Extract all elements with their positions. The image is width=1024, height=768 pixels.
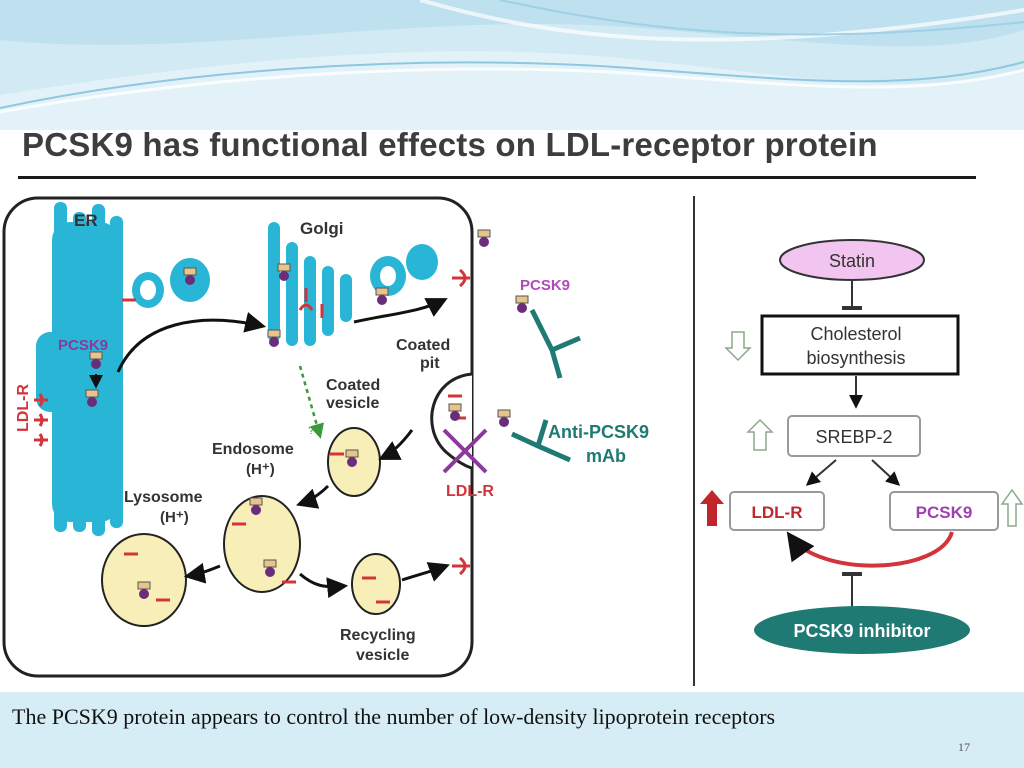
question-mark: ? [308,425,314,437]
golgi-label: Golgi [300,219,343,238]
endosome-label-2: (H⁺) [246,461,275,478]
cholesterol-label-1: Cholesterol [810,324,901,344]
lysosome-label-1: Lysosome [124,489,203,506]
golgi-vesicles [370,244,438,306]
cell-panel: ER PCSK9 LDL-R [2,196,494,678]
recycling-vesicle [351,553,401,615]
coated-vesicle-label-2: vesicle [326,395,379,412]
lysosome-label-2: (H⁺) [160,509,189,526]
ldlr-node [729,491,825,531]
ldlr-up-arrow [700,490,724,526]
cholesterol-down-arrow [724,331,752,362]
figure: ER PCSK9 LDL-R [2,196,1024,686]
statin-label: Statin [829,251,875,271]
cholesterol-node [760,314,960,376]
pcsk9-node-label: PCSK9 [916,503,973,522]
coated-pit-label-2: pit [420,355,440,372]
lysosome [101,533,187,627]
anti-pcsk9-antibody: Anti-PCSK9 mAb [442,409,649,474]
slide-caption: The PCSK9 protein appears to control the… [12,704,776,729]
er-receptors [34,393,48,447]
endosome-label-1: Endosome [212,441,294,458]
cholesterol-label-2: biosynthesis [806,348,905,368]
pcsk9-outside-label: PCSK9 [520,277,570,294]
caption-band [0,692,1024,768]
anti-pcsk9-label-2: mAb [586,446,626,466]
coated-vesicle-label-1: Coated [326,377,380,394]
pcsk9-inhibitor-node [754,606,970,654]
recycling-vesicle-label-1: Recycling [340,627,416,644]
pathway-panel: Statin Cholesterol biosynthesis SREBP-2 … [700,239,1024,654]
endosome [223,495,301,593]
coated-vesicle [327,427,381,497]
ldlr-bottom-label: LDL-R [446,483,494,500]
title-rule [18,176,976,179]
pcsk9-external: PCSK9 [515,277,581,379]
anti-pcsk9-label-1: Anti-PCSK9 [548,422,649,442]
pcsk9-inhibitor-label: PCSK9 inhibitor [793,621,930,641]
coated-pit-label-1: Coated [396,337,450,354]
pcsk9-node [889,491,999,531]
er-organelle [36,202,123,536]
pcsk9-up-arrow [1000,488,1024,527]
er-pcsk9-label: PCSK9 [58,337,108,354]
srebp2-label: SREBP-2 [815,427,892,447]
ldlr-node-label: LDL-R [752,503,803,522]
er-label: ER [74,211,98,230]
golgi-organelle [267,222,352,348]
slide-number: 17 [958,740,970,754]
slide-title: PCSK9 has functional effects on LDL-rece… [22,126,878,163]
er-vesicles [122,258,210,308]
recycling-vesicle-label-2: vesicle [356,647,409,664]
srebp2-up-arrow [746,418,774,451]
membrane-receptor-top [452,229,491,288]
ldlr-membrane-label: LDL-R [15,384,32,432]
pcsk9-inhibits-ldlr-arc [786,531,954,568]
coated-pit [430,372,473,470]
header-wave-decoration [0,0,1024,130]
srebp2-node [787,415,921,457]
